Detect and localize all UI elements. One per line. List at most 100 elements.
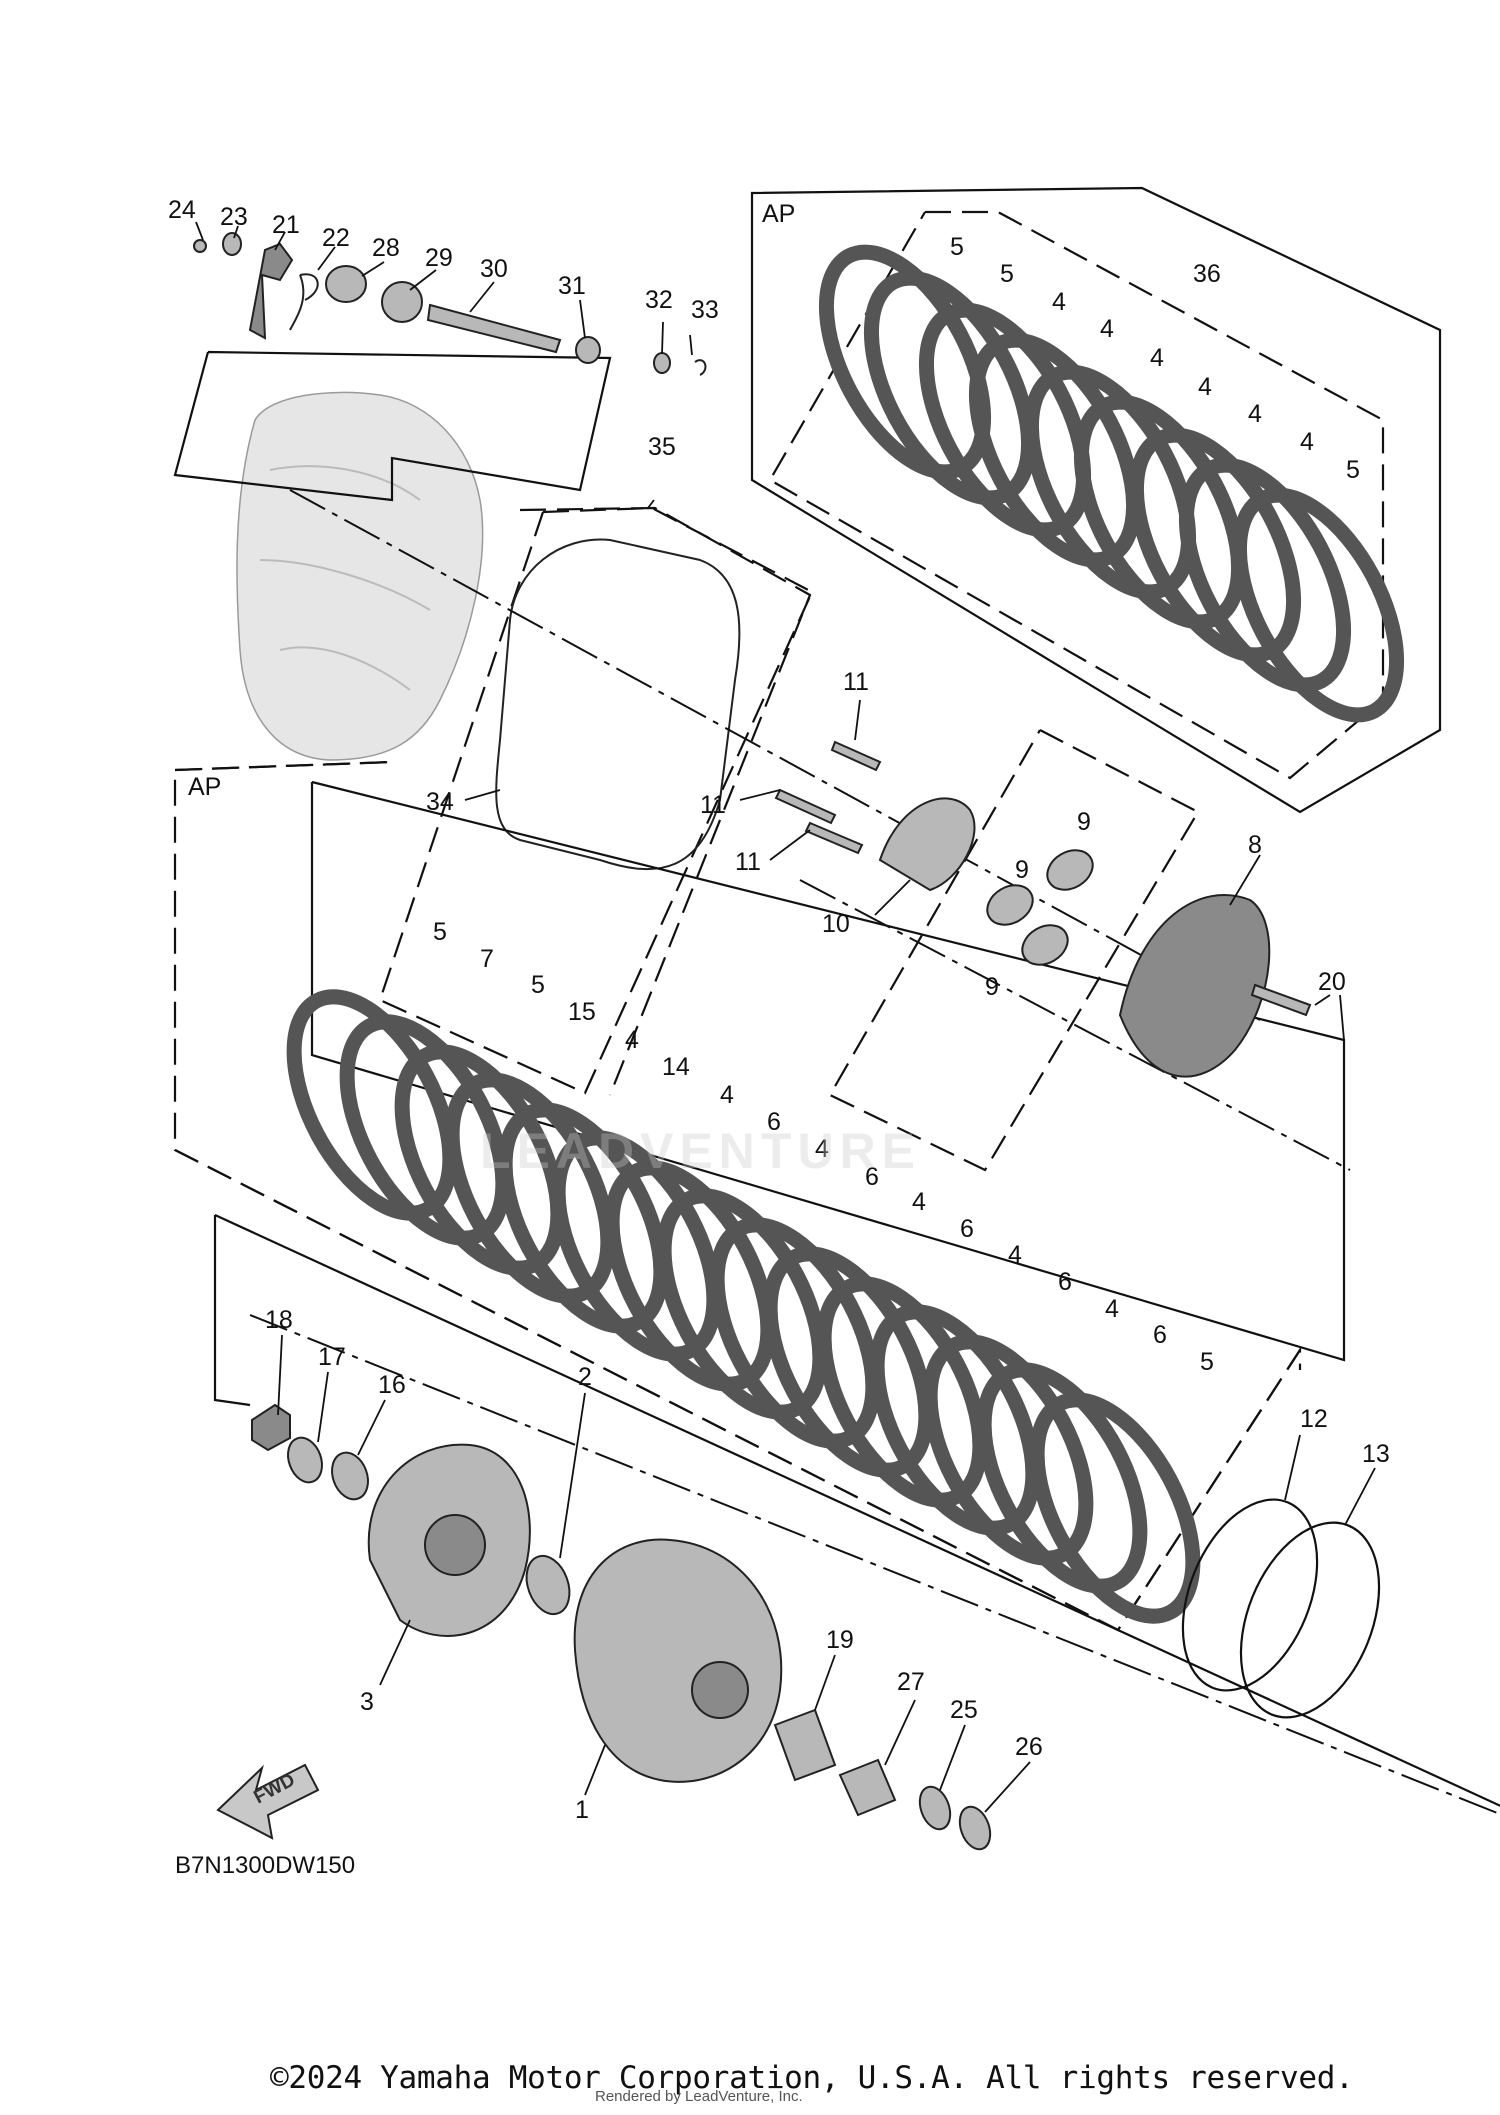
callout-19: 19 [826,1626,854,1654]
fwd-arrow: FWD [216,1763,320,1840]
part-1-housing-hub [691,1661,749,1719]
callout-4-upper-c: 4 [1150,344,1164,372]
callout-33: 33 [691,296,719,324]
callout-5-upper-b: 5 [1000,260,1014,288]
callout-21: 21 [272,211,300,239]
lower-assembly-outline [213,1215,251,1407]
part-17-washer [287,1436,323,1484]
callout-9-c: 9 [985,973,999,1001]
callout-32: 32 [645,286,673,314]
callout-numbers: 24 23 21 22 28 29 30 31 32 33 5 5 36 4 4… [168,196,1390,1824]
callout-4-main-f: 4 [1105,1295,1119,1323]
callout-3: 3 [360,1688,374,1716]
part-27-collar [838,1758,897,1817]
part-12-o-ring [1181,1498,1319,1692]
part-13-o-ring [1239,1521,1381,1719]
callout-22: 22 [322,224,350,252]
part-10-plate [878,797,976,892]
callout-6-a: 6 [767,1108,781,1136]
pressure-plate-dashed-outline [828,729,1200,1172]
callout-4-upper-d: 4 [1198,373,1212,401]
center-axis-upper [289,489,1261,1021]
callout-9-a: 9 [1077,808,1091,836]
main-plate-stack [286,989,1201,1624]
callout-4-upper-e: 4 [1248,400,1262,428]
part-26-washer [958,1805,992,1851]
callout-18: 18 [265,1306,293,1334]
part-9-spring-a [1046,849,1094,891]
callout-6-b: 6 [865,1163,879,1191]
part-11-bolt-a [830,740,882,772]
part-19-needle-bearing [773,1708,837,1782]
callout-7: 7 [480,945,494,973]
part-23-washer [222,232,242,256]
callout-35: 35 [648,433,676,461]
callout-11-c: 11 [735,848,761,876]
part-29-bearing [381,281,423,323]
part-28-seal [325,265,367,303]
callout-6-e: 6 [1153,1321,1167,1349]
part-21-lever [248,242,294,340]
watermark: LEADVENTURE [480,1123,922,1179]
ap-box-upper-outline [750,186,1442,814]
callout-4-upper-b: 4 [1100,315,1114,343]
rendered-by-footer: Rendered by LeadVenture, Inc. [595,2088,803,2105]
center-axis-lower [249,1314,1500,1816]
callout-4-main-c: 4 [815,1135,829,1163]
callout-4-main-e: 4 [1008,1241,1022,1269]
callout-5-upper-c: 5 [1346,456,1360,484]
callout-26: 26 [1015,1733,1043,1761]
callout-5-upper-a: 5 [950,233,964,261]
callout-24: 24 [168,196,196,224]
callout-8: 8 [1248,831,1262,859]
callout-12: 12 [1300,1405,1328,1433]
callout-4-main-d: 4 [912,1188,926,1216]
callout-11-a: 11 [843,668,869,696]
copyright-footer: ©2024 Yamaha Motor Corporation, U.S.A. A… [270,2060,1354,2096]
cover-dashed-outline [519,506,812,1096]
callout-4-upper-f: 4 [1300,428,1314,456]
callout-5-main-b: 5 [531,971,545,999]
callout-30: 30 [480,255,508,283]
part-25-washer [918,1785,952,1831]
upper-plate-stack [818,244,1405,723]
shaft-group-outline [173,350,612,502]
callout-28: 28 [372,234,400,262]
gasket-34 [495,538,741,871]
part-20-bolt [1250,983,1312,1017]
part-22-spring [289,273,319,331]
callout-25: 25 [950,1696,978,1724]
part-33-circlip [694,359,707,376]
part-1-clutch-housing [573,1538,783,1783]
part-30-shaft [426,303,562,354]
diagram-code: B7N1300DW150 [175,1852,355,1879]
part-2-thrust-washer [525,1554,571,1616]
crankcase-cover-detail [259,465,431,691]
callout-20: 20 [1318,968,1346,996]
ap-label-middle: AP [188,773,221,801]
callout-14: 14 [662,1053,690,1081]
part-3-boss-center [424,1514,486,1576]
callout-10: 10 [822,910,850,938]
callout-6-d: 6 [1058,1268,1072,1296]
callout-15: 15 [568,998,596,1026]
callout-6-c: 6 [960,1215,974,1243]
callout-23: 23 [220,203,248,231]
callout-4-main-a: 4 [625,1026,639,1054]
callout-13: 13 [1362,1440,1390,1468]
part-18-nut [251,1403,291,1452]
gasket-dashed-outline [378,506,814,1095]
clutch-pack-solid-outline [310,780,1346,1362]
callout-31: 31 [558,272,586,300]
callout-2: 2 [578,1363,592,1391]
part-16-washer [331,1451,369,1501]
callout-11-b: 11 [700,791,726,819]
part-9-spring-c [1021,924,1069,966]
center-axis-mid [799,879,1351,1171]
lower-assembly-top-edge [214,1214,1500,1807]
callout-34: 34 [426,788,454,816]
callout-4-main-b: 4 [720,1081,734,1109]
part-31-collar [575,336,601,364]
crankcase-cover-ghost [236,391,484,761]
